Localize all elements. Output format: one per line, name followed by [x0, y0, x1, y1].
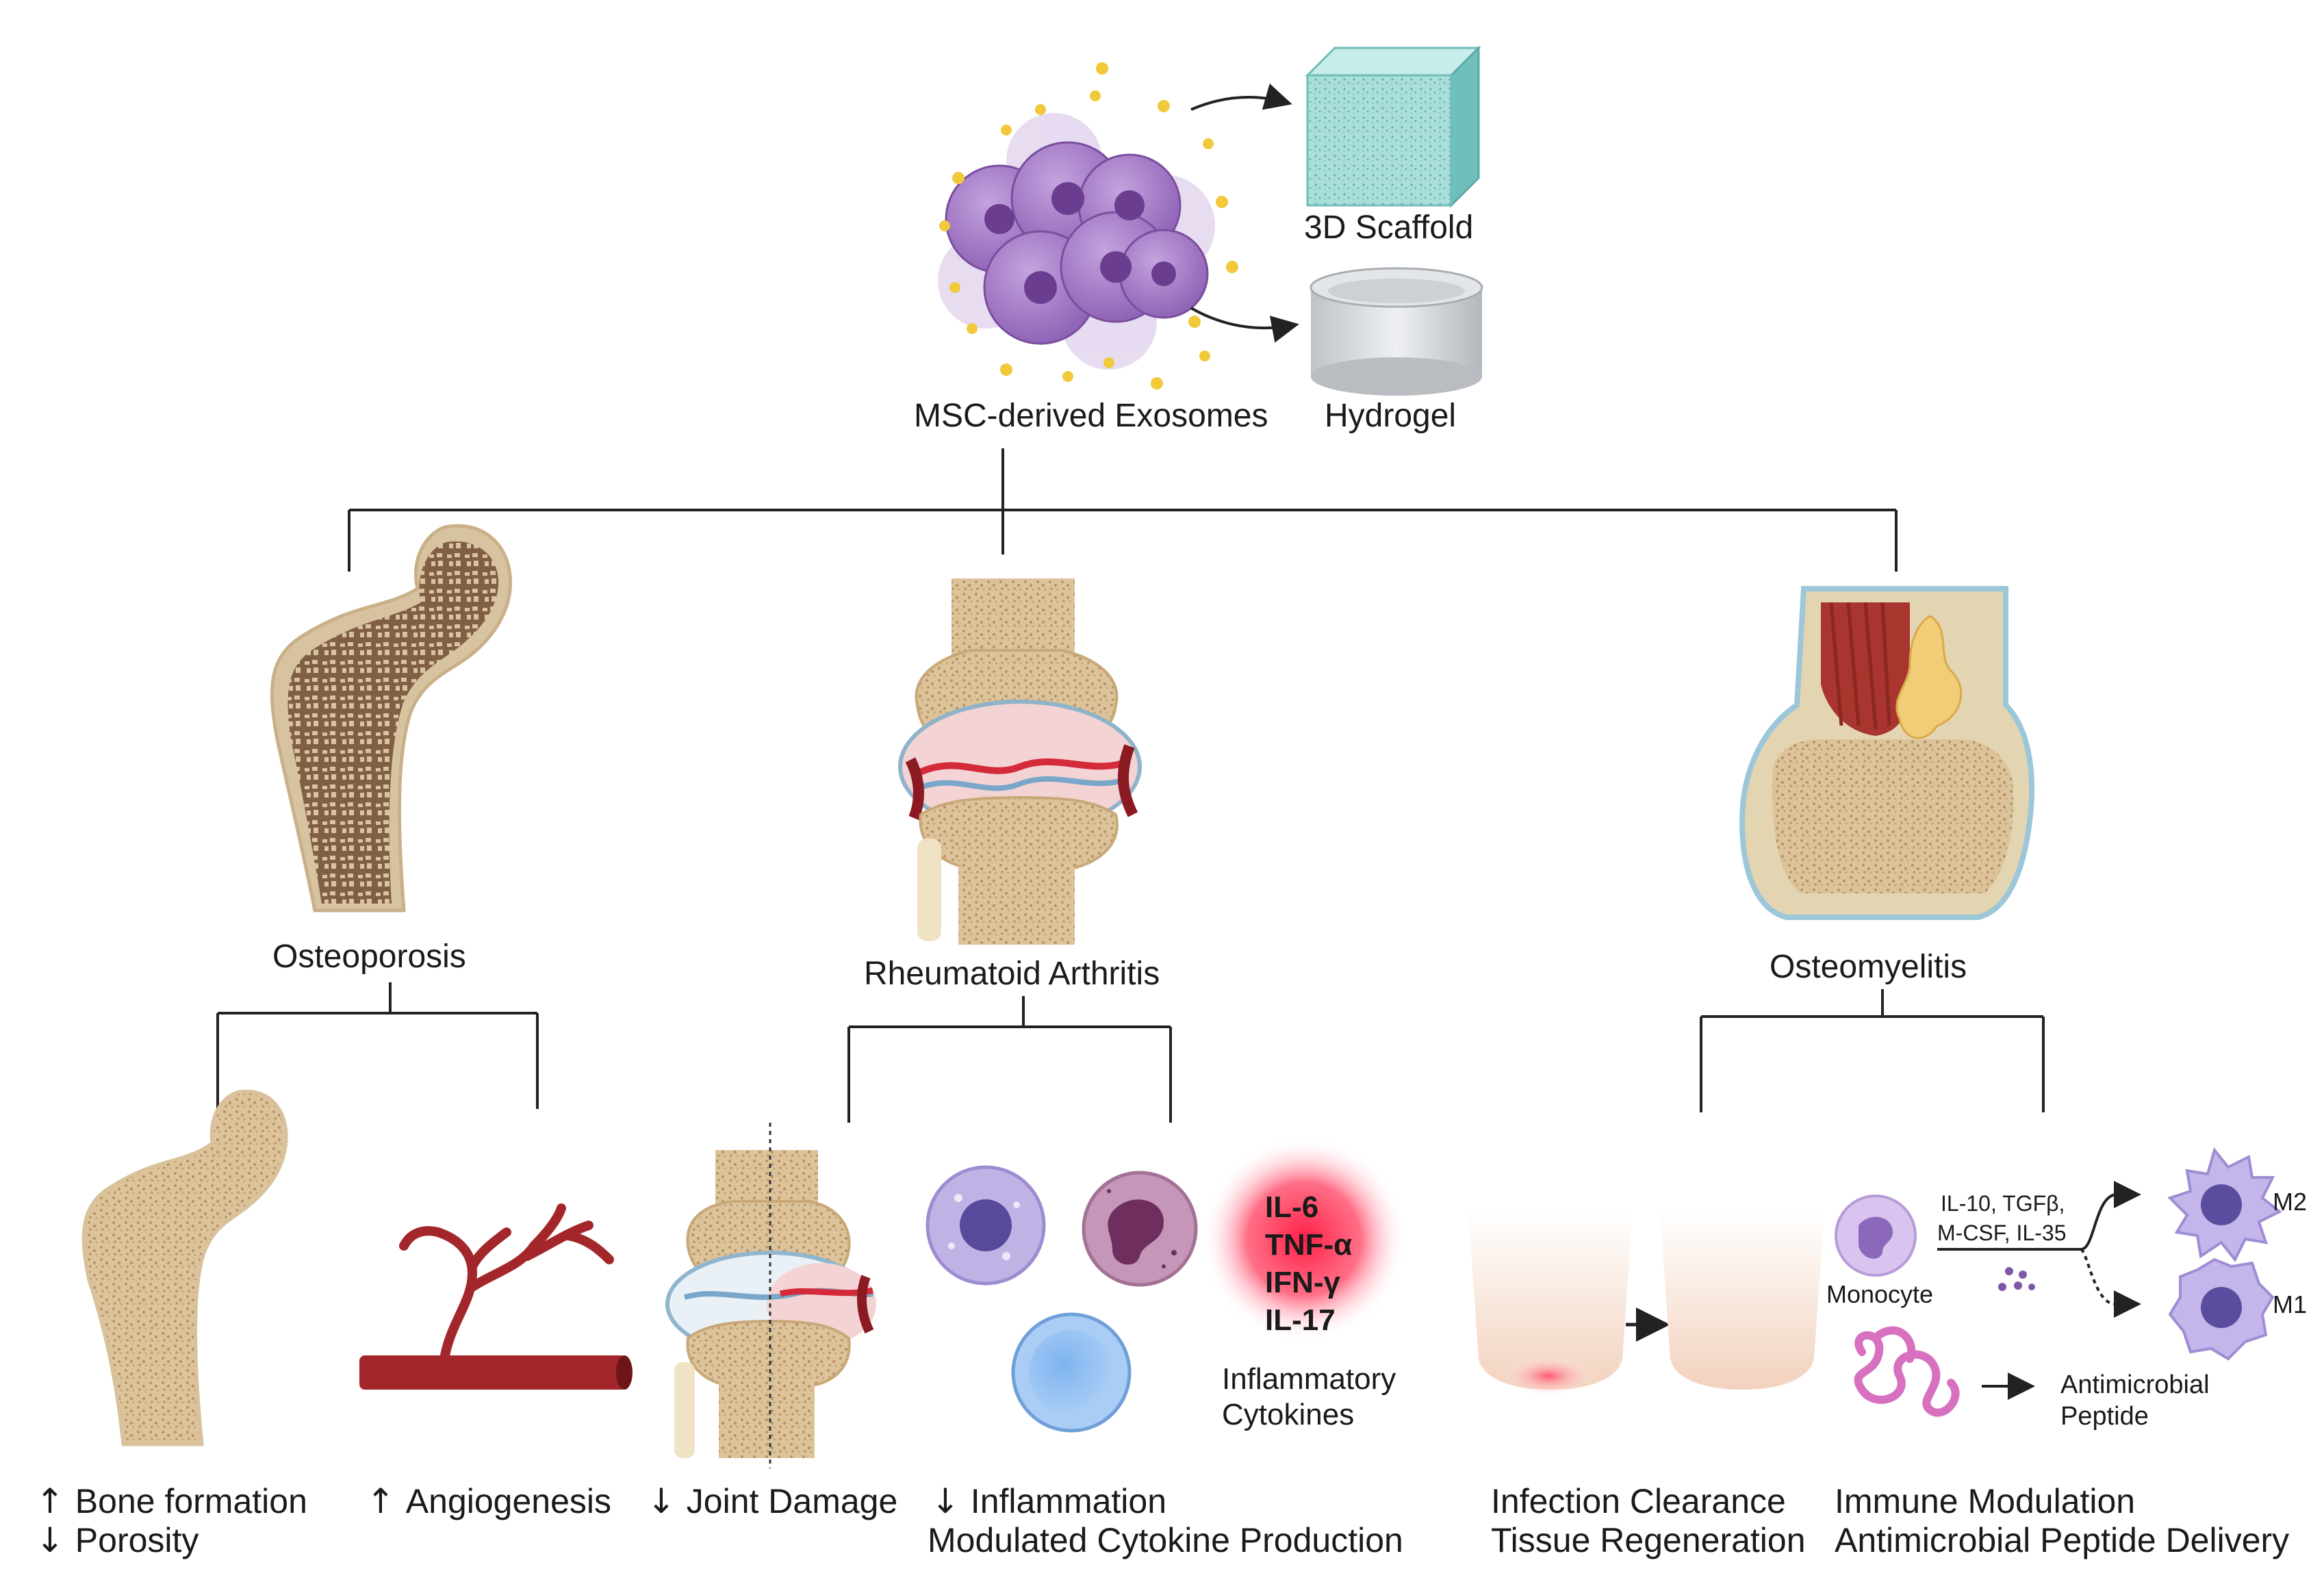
- label-peptide: Peptide: [2060, 1402, 2149, 1431]
- ra-knee-joint: [898, 578, 1142, 945]
- cytokine-dots: [1998, 1267, 2035, 1291]
- label-exosomes: MSC-derived Exosomes: [914, 398, 1268, 434]
- label-m2: M2: [2273, 1188, 2308, 1216]
- m1-macrophage: [2168, 1258, 2275, 1361]
- arrow-to-hydrogel: [1190, 307, 1299, 343]
- up-arrow-icon: ↑: [36, 1481, 75, 1521]
- outcome-bone-formation: ↑ Bone formation: [36, 1481, 307, 1521]
- label-rheumatoid-arthritis: Rheumatoid Arthritis: [864, 956, 1160, 992]
- arrow-to-scaffold: [1190, 83, 1292, 111]
- tree-connectors: [216, 448, 2045, 1123]
- outcome-joint-damage: ↓ Joint Damage: [647, 1481, 898, 1521]
- angiogenesis-vessel: [359, 1203, 633, 1390]
- macrophage-arrows: [1937, 1181, 2141, 1318]
- label-cytokines: Cytokines: [1222, 1398, 1355, 1431]
- label-signals-1: IL-10, TGFβ,: [1941, 1191, 2065, 1216]
- label-antimicrobial: Antimicrobial: [2060, 1370, 2210, 1399]
- down-arrow-icon: ↓: [647, 1481, 687, 1521]
- infection-tissue-before: [1468, 1212, 1633, 1396]
- antimicrobial-peptide-coil: [1854, 1326, 1960, 1417]
- osteoporosis-femur: [270, 524, 513, 913]
- m2-macrophage: [2167, 1147, 2282, 1262]
- down-arrow-icon: ↓: [931, 1481, 971, 1521]
- outcome-angiogenesis: ↑ Angiogenesis: [366, 1481, 612, 1521]
- cytokine-ifn: IFN-γ: [1265, 1266, 1340, 1299]
- scaffold-cube: [1305, 45, 1481, 208]
- monocyte-cell: [1835, 1195, 1917, 1277]
- outcome-porosity: ↓ Porosity: [36, 1520, 199, 1560]
- cytokine-glow: [1201, 1136, 1407, 1342]
- label-hydrogel: Hydrogel: [1325, 398, 1457, 434]
- outcome-infection-clearance: Infection Clearance: [1491, 1482, 1786, 1520]
- cytokine-tnf: TNF-α: [1265, 1228, 1353, 1262]
- bone-formation-femur: [81, 1089, 288, 1446]
- label-monocyte: Monocyte: [1826, 1280, 1934, 1308]
- immune-cells: [925, 1165, 1198, 1433]
- outcome-immune-modulation: Immune Modulation: [1835, 1482, 2136, 1520]
- label-m1: M1: [2273, 1290, 2308, 1318]
- outcome-cytokine-production: Modulated Cytokine Production: [928, 1521, 1403, 1559]
- outcome-inflammation: ↓ Inflammation: [931, 1481, 1167, 1521]
- label-inflammatory: Inflammatory: [1222, 1362, 1396, 1396]
- osteomyelitis-bone: [1739, 586, 2035, 920]
- infection-tissue-after: [1660, 1212, 1824, 1390]
- outcome-tissue-regeneration: Tissue Regeneration: [1491, 1521, 1806, 1559]
- down-arrow-icon: ↓: [36, 1520, 75, 1560]
- label-signals-2: M-CSF, IL-35: [1937, 1221, 2067, 1245]
- label-osteoporosis: Osteoporosis: [272, 939, 466, 975]
- up-arrow-icon: ↑: [366, 1481, 406, 1521]
- cytokine-il6: IL-6: [1265, 1190, 1319, 1224]
- msc-cell-cluster: [938, 113, 1215, 370]
- exosome-particles: [939, 62, 1238, 390]
- joint-damage-knee: [665, 1123, 876, 1468]
- hydrogel-cylinder: [1310, 267, 1483, 396]
- label-osteomyelitis: Osteomyelitis: [1770, 949, 1967, 985]
- cytokine-il17: IL-17: [1265, 1303, 1336, 1337]
- outcome-peptide-delivery: Antimicrobial Peptide Delivery: [1835, 1521, 2290, 1559]
- label-3d-scaffold: 3D Scaffold: [1304, 209, 1474, 246]
